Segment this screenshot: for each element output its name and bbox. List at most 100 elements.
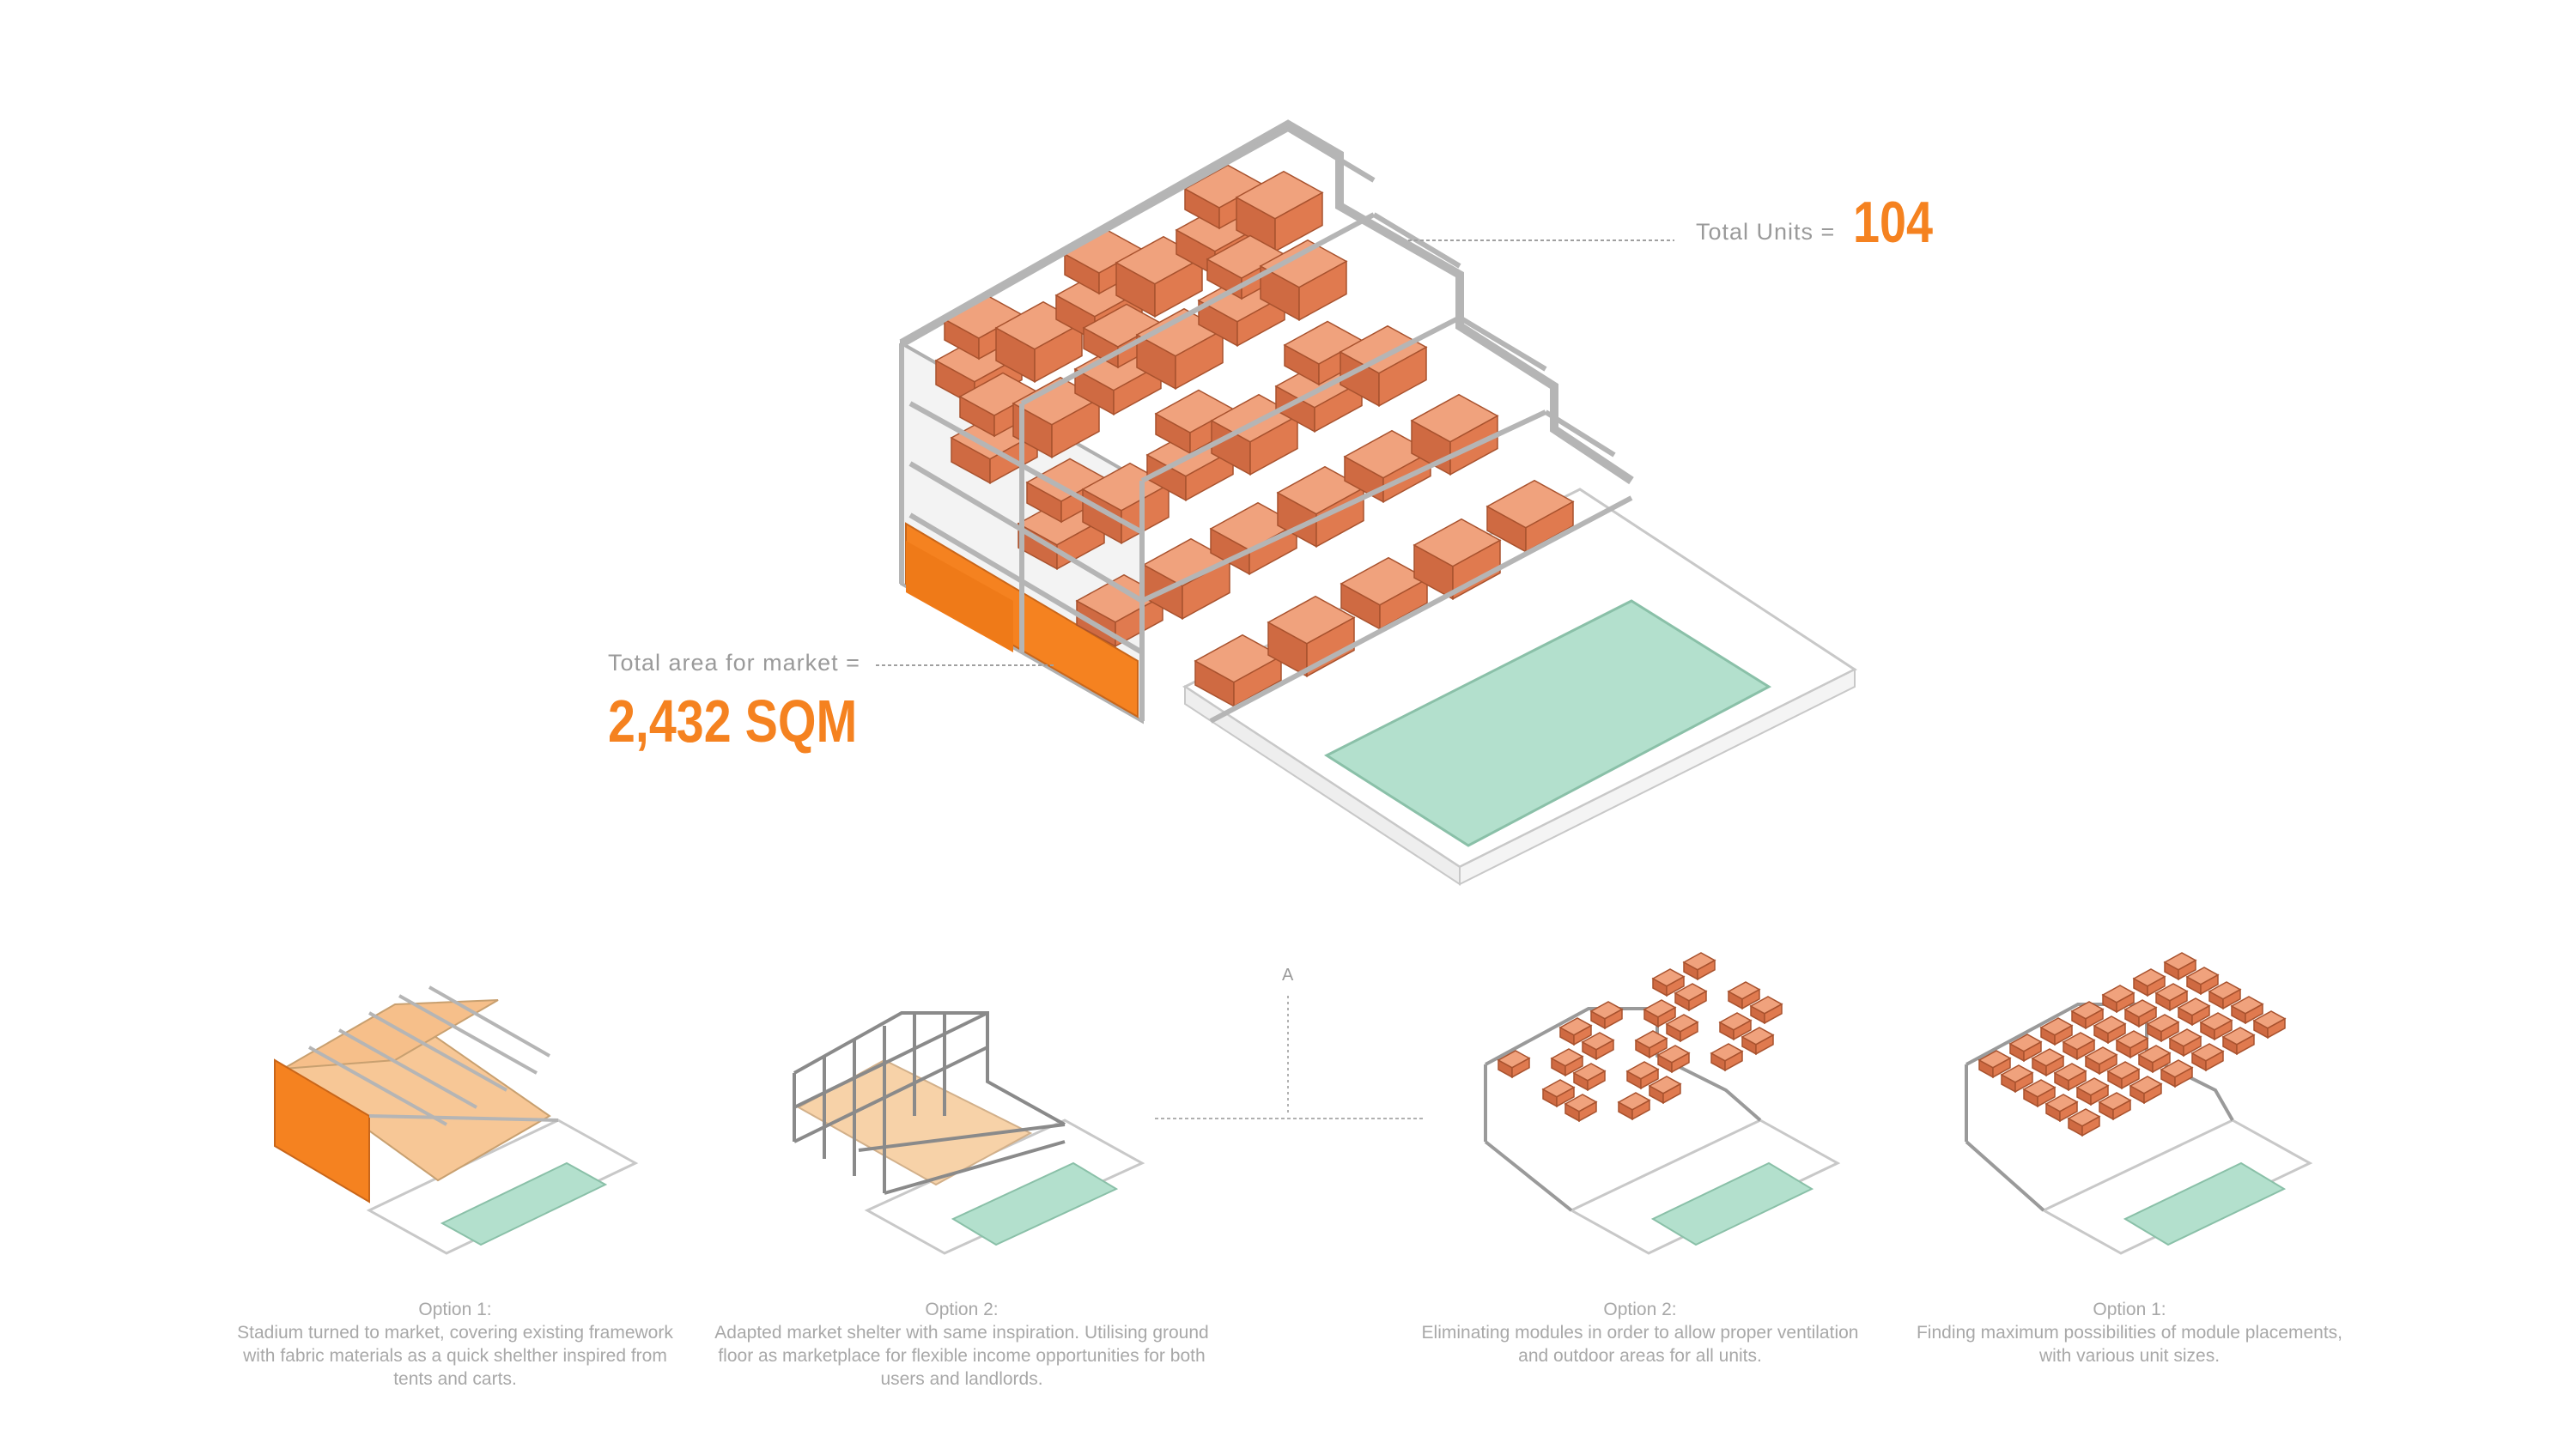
total-units-value: 104 bbox=[1853, 190, 1934, 255]
small-unit-module bbox=[2059, 1100, 2078, 1123]
small-unit-module bbox=[2160, 1021, 2179, 1043]
base-slab-edge-right bbox=[1459, 668, 1856, 886]
market-area-value: 2,432 SQM bbox=[608, 688, 858, 755]
small-unit-module bbox=[2245, 1003, 2263, 1025]
small-unit-module bbox=[2236, 1034, 2255, 1056]
market-unit-module bbox=[1249, 415, 1298, 476]
market-unit-module bbox=[1034, 322, 1083, 384]
option-1b-caption: Option 1: Finding maximum possibilities … bbox=[1915, 1298, 2344, 1367]
frame-beam bbox=[1140, 315, 1461, 483]
orange-fabric-lower bbox=[906, 541, 1013, 652]
pool bbox=[1323, 599, 1772, 847]
small-unit-module bbox=[1755, 1034, 1774, 1056]
option-1b-pool bbox=[2123, 1161, 2287, 1246]
small-unit-module bbox=[2191, 1004, 2210, 1027]
market-unit-module bbox=[1154, 257, 1203, 318]
small-unit-module bbox=[2222, 988, 2241, 1010]
option-1-base bbox=[366, 1119, 639, 1255]
section-marker: A bbox=[1282, 966, 1294, 985]
main-module-group bbox=[934, 164, 1575, 708]
small-unit-module bbox=[2169, 990, 2188, 1012]
total-units-label: Total Units = bbox=[1696, 219, 1836, 245]
frame-beam bbox=[900, 126, 1290, 346]
option-2b-title: Option 2: bbox=[1603, 1300, 1677, 1319]
small-unit-module bbox=[1724, 1050, 1743, 1072]
small-unit-module bbox=[1671, 1052, 1690, 1074]
small-unit-module bbox=[2152, 1052, 2171, 1074]
small-unit-module bbox=[2143, 1082, 2162, 1105]
market-unit-module bbox=[1298, 260, 1347, 322]
market-area-label: Total area for market = bbox=[608, 650, 860, 676]
frame-beam bbox=[1458, 315, 1547, 372]
small-unit-module bbox=[1573, 1024, 1592, 1046]
small-unit-module bbox=[1764, 1003, 1783, 1025]
option-1-frame-lines bbox=[308, 985, 559, 1126]
market-unit-module bbox=[1314, 380, 1363, 433]
small-unit-module bbox=[2081, 1115, 2100, 1137]
small-unit-module bbox=[2121, 1068, 2140, 1090]
small-unit-module bbox=[1556, 1086, 1575, 1108]
small-unit-module bbox=[1666, 975, 1685, 997]
small-unit-module bbox=[2112, 1099, 2131, 1121]
option-2b-pool bbox=[1650, 1161, 1814, 1246]
small-unit-module bbox=[2023, 1040, 2042, 1063]
market-unit-module bbox=[1113, 363, 1162, 416]
small-unit-module bbox=[2045, 1055, 2064, 1077]
small-unit-module bbox=[1640, 1068, 1659, 1090]
small-unit-module bbox=[1662, 1082, 1681, 1105]
small-unit-module bbox=[2076, 1039, 2095, 1061]
option-2a-frame-lines bbox=[793, 1011, 1066, 1195]
small-unit-module bbox=[1595, 1039, 1614, 1061]
option-2b-description: Eliminating modules in order to allow pr… bbox=[1421, 1323, 1859, 1366]
small-unit-module bbox=[1631, 1099, 1650, 1121]
option-1-caption: Option 1: Stadium turned to market, cove… bbox=[232, 1298, 678, 1391]
frame-beam bbox=[908, 461, 1144, 603]
small-unit-module bbox=[2037, 1086, 2056, 1108]
frame-beam bbox=[1209, 495, 1633, 724]
small-unit-module bbox=[1511, 1057, 1530, 1079]
option-2a-caption: Option 2: Adapted market shelter with sa… bbox=[713, 1298, 1211, 1391]
frame-beam bbox=[1020, 212, 1376, 406]
option-2b-frame-lines bbox=[1484, 1007, 1762, 1212]
option-2b-caption: Option 2: Eliminating modules in order t… bbox=[1408, 1298, 1872, 1367]
small-unit-module bbox=[2054, 1024, 2073, 1046]
option-2a-pool bbox=[951, 1161, 1119, 1246]
option-1b-module-group bbox=[1978, 952, 2287, 1137]
small-unit-module bbox=[2178, 959, 2196, 981]
frame-beam bbox=[1544, 409, 1616, 458]
option-1-description: Stadium turned to market, covering exist… bbox=[237, 1323, 673, 1389]
market-unit-module bbox=[1051, 397, 1100, 459]
option-1-fabric-upper bbox=[283, 999, 499, 1070]
market-unit-module bbox=[1274, 191, 1323, 253]
small-unit-module bbox=[2138, 1006, 2157, 1028]
option-1-orange-wall bbox=[274, 1058, 370, 1203]
market-unit-module bbox=[1175, 329, 1224, 391]
small-unit-module bbox=[2183, 1035, 2202, 1058]
small-unit-module bbox=[2267, 1017, 2286, 1040]
small-unit-module bbox=[2200, 973, 2219, 996]
small-unit-module bbox=[2099, 1053, 2117, 1076]
small-unit-module bbox=[2085, 1008, 2104, 1030]
frame-beam bbox=[1140, 409, 1547, 603]
frame-beam bbox=[908, 512, 1144, 655]
frame-beam bbox=[908, 401, 1144, 535]
option-1-title: Option 1: bbox=[418, 1300, 492, 1319]
small-unit-module bbox=[1992, 1057, 2011, 1079]
small-unit-module bbox=[1688, 990, 1707, 1012]
market-unit-module bbox=[1525, 500, 1574, 554]
option-2a-title: Option 2: bbox=[925, 1300, 999, 1319]
small-unit-module bbox=[2068, 1070, 2087, 1092]
option-2a-description: Adapted market shelter with same inspira… bbox=[714, 1323, 1209, 1389]
small-unit-module bbox=[2205, 1050, 2224, 1072]
small-unit-module bbox=[1657, 1006, 1676, 1028]
market-unit-module bbox=[1378, 346, 1427, 408]
option-1b-frame-lines bbox=[1965, 1003, 2234, 1212]
small-unit-module bbox=[2147, 975, 2166, 997]
option-1b-title: Option 1: bbox=[2093, 1300, 2166, 1319]
market-unit-module bbox=[1233, 655, 1282, 708]
